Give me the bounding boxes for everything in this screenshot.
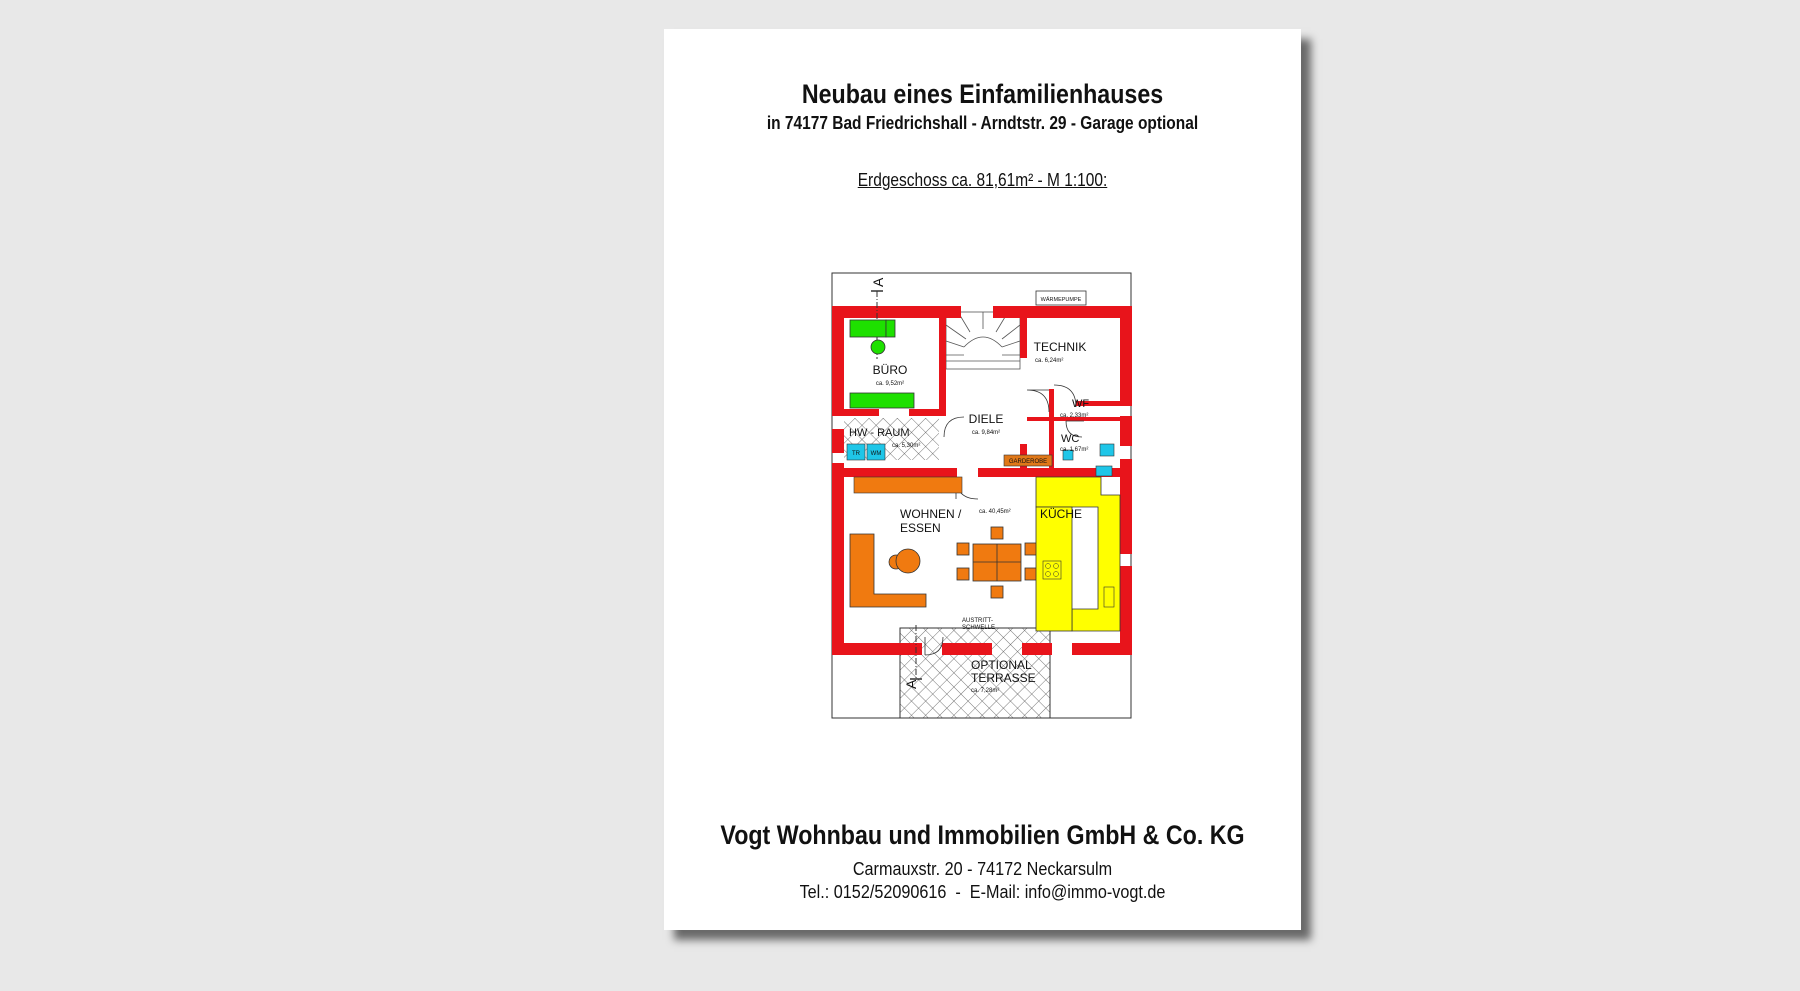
dining-table [956,526,1038,599]
room-diele-name: DIELE [969,412,1004,426]
room-kueche-name: KÜCHE [1040,507,1082,521]
exterior-walls [832,306,1132,655]
room-buero-area: ca. 9,52m² [876,381,904,387]
document-page: Neubau eines Einfamilienhauses in 74177 … [664,29,1301,930]
kitchen-counters [1035,476,1121,632]
room-wohnen-area: ca. 40,45m² [979,509,1011,515]
staircase [945,311,1021,370]
office-furniture [849,319,915,409]
company-address: Carmauxstr. 20 - 74172 Neckarsulm [852,859,1113,879]
room-technik-area: ca. 6,24m² [1035,358,1063,364]
room-wc-area: ca. 1,67m² [1060,447,1088,453]
living-sideboard [853,476,963,494]
living-sofa [849,533,927,608]
room-terrasse-name-line1: OPTIONAL [971,658,1032,672]
section-marker-bottom: A [903,679,919,689]
company-name: Vogt Wohnbau und Immobilien GmbH & Co. K… [720,820,1245,850]
document-subtitle: in 74177 Bad Friedrichshall - Arndtstr. … [766,113,1199,133]
room-hw-raum-name: HW - RAUM [849,427,910,439]
company-contact: Tel.: 0152/52090616 - E-Mail: info@immo-… [799,882,1166,902]
threshold-label-line2: SCHWELLE [962,625,995,631]
room-buero-name: BÜRO [873,363,908,377]
document-title: Neubau eines Einfamilienhauses [801,79,1164,109]
room-hw-raum-area: ca. 5,30m² [892,443,920,449]
room-wc-name: WC [1061,433,1079,445]
room-diele-area: ca. 9,84m² [972,430,1000,436]
appliance-tr: TR [846,443,866,461]
room-wohnen-name-line2: ESSEN [900,521,941,535]
room-technik-name: TECHNIK [1034,340,1087,354]
garderobe-label: GARDEROBE [1009,459,1047,465]
svg-text:TR: TR [852,451,861,457]
room-terrasse-name-line2: TERRASSE [971,671,1036,685]
appliance-wm: WM [866,443,886,461]
floor-area-label: Erdgeschoss ca. 81,61m² - M 1:100: [857,170,1108,190]
room-wf-name: WF [1072,398,1089,410]
heat-pump-box [1035,290,1087,306]
section-marker-top: A [870,277,886,287]
threshold-label-line1: AUSTRITT- [962,618,993,624]
room-wohnen-name-line1: WOHNEN / [900,507,962,521]
svg-text:WM: WM [871,451,882,457]
garderobe-unit [1003,454,1053,467]
floor-plan: WÄRMEPUMPE [831,272,1132,719]
interior-walls [844,318,1128,477]
heat-pump-label: WÄRMEPUMPE [1041,296,1082,303]
room-wf-area: ca. 2,33m² [1060,413,1088,419]
wc-fixtures [1062,443,1115,477]
room-terrasse-area: ca. 7,28m² [971,688,999,694]
